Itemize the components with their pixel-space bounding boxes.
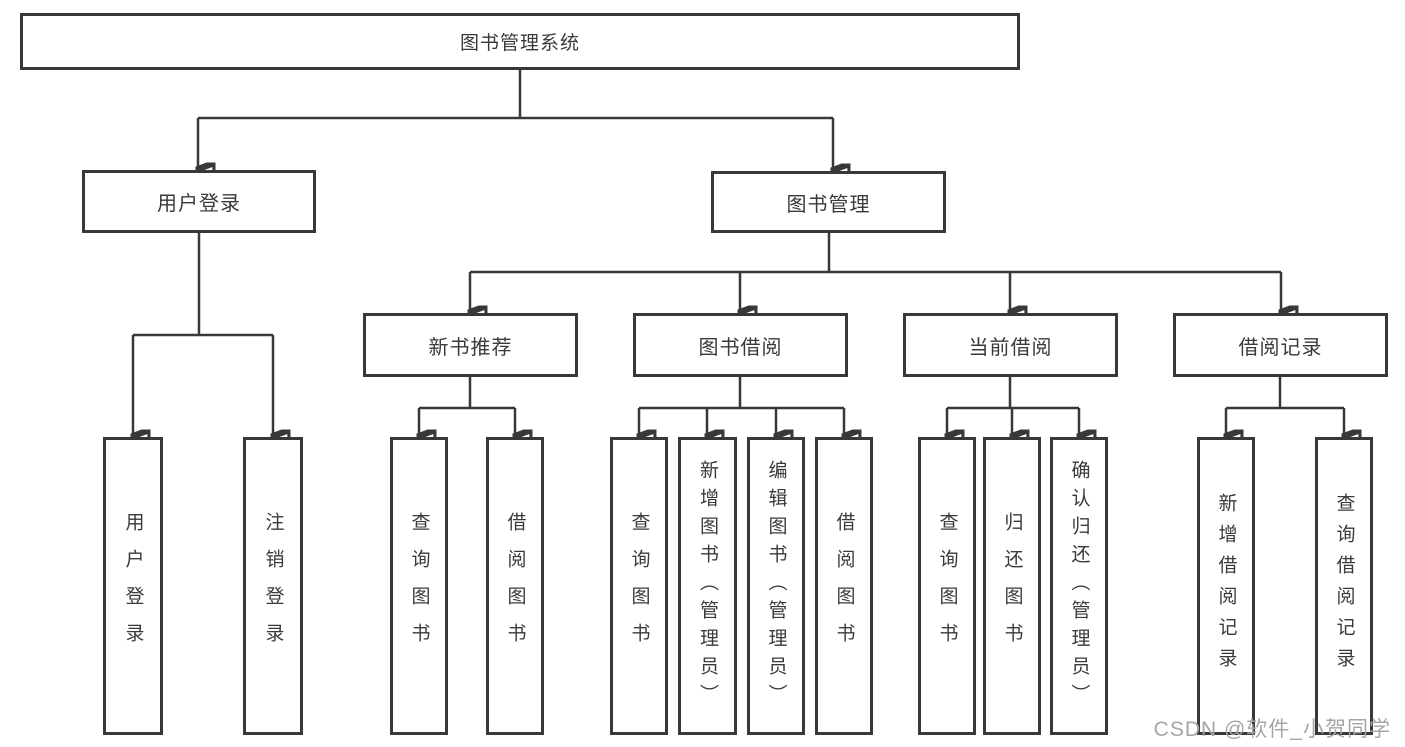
node-leaf-add-borrow-record: 新增借阅记录 — [1197, 437, 1255, 735]
node-leaf-return-book-label: 归还图书 — [1001, 512, 1023, 660]
node-leaf-logout: 注销登录 — [243, 437, 303, 735]
node-leaf-return-book: 归还图书 — [983, 437, 1041, 735]
node-book-management: 图书管理 — [711, 171, 946, 233]
node-leaf-query-books-1-label: 查询图书 — [408, 512, 430, 660]
node-leaf-borrow-books-2-label: 借阅图书 — [833, 512, 855, 660]
node-leaf-query-books-3-label: 查询图书 — [936, 512, 958, 660]
node-leaf-add-borrow-record-label: 新增借阅记录 — [1215, 493, 1237, 679]
node-root: 图书管理系统 — [20, 13, 1020, 70]
node-user-login-branch: 用户登录 — [82, 170, 316, 233]
node-leaf-confirm-return-admin: 确认归还（管理员） — [1050, 437, 1108, 735]
node-leaf-edit-book-admin: 编辑图书（管理员） — [747, 437, 805, 735]
node-leaf-borrow-books-1-label: 借阅图书 — [504, 512, 526, 660]
node-leaf-user-login-label: 用户登录 — [122, 512, 144, 660]
csdn-watermark: CSDN @软件_小贺同学 — [1153, 718, 1391, 741]
node-borrowing-records-label: 借阅记录 — [1238, 336, 1323, 359]
node-book-management-label: 图书管理 — [786, 193, 871, 216]
node-leaf-confirm-return-admin-label: 确认归还（管理员） — [1068, 460, 1090, 712]
node-leaf-logout-label: 注销登录 — [262, 512, 284, 660]
node-leaf-query-books-2: 查询图书 — [610, 437, 668, 735]
node-leaf-query-books-2-label: 查询图书 — [628, 512, 650, 660]
node-leaf-borrow-books-1: 借阅图书 — [486, 437, 544, 735]
node-leaf-query-books-3: 查询图书 — [918, 437, 976, 735]
node-new-book-recommend-label: 新书推荐 — [428, 336, 513, 359]
node-current-borrowing-label: 当前借阅 — [968, 336, 1053, 359]
node-leaf-borrow-books-2: 借阅图书 — [815, 437, 873, 735]
node-leaf-query-books-1: 查询图书 — [390, 437, 448, 735]
node-user-login-branch-label: 用户登录 — [157, 193, 241, 215]
node-leaf-user-login: 用户登录 — [103, 437, 163, 735]
node-leaf-query-borrow-record-label: 查询借阅记录 — [1333, 493, 1355, 679]
node-borrowing-records: 借阅记录 — [1173, 313, 1388, 377]
node-current-borrowing: 当前借阅 — [903, 313, 1118, 377]
node-root-label: 图书管理系统 — [459, 33, 580, 54]
node-leaf-edit-book-admin-label: 编辑图书（管理员） — [765, 460, 787, 712]
node-leaf-add-book-admin: 新增图书（管理员） — [678, 437, 737, 735]
node-book-borrowing: 图书借阅 — [633, 313, 848, 377]
node-new-book-recommend: 新书推荐 — [363, 313, 578, 377]
node-leaf-query-borrow-record: 查询借阅记录 — [1315, 437, 1373, 735]
node-leaf-add-book-admin-label: 新增图书（管理员） — [697, 460, 718, 712]
node-book-borrowing-label: 图书借阅 — [698, 336, 783, 359]
